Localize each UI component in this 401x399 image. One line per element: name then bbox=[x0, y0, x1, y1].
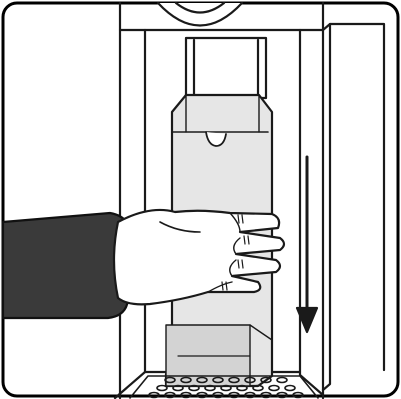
sleeve bbox=[3, 213, 130, 318]
hand bbox=[114, 210, 284, 304]
